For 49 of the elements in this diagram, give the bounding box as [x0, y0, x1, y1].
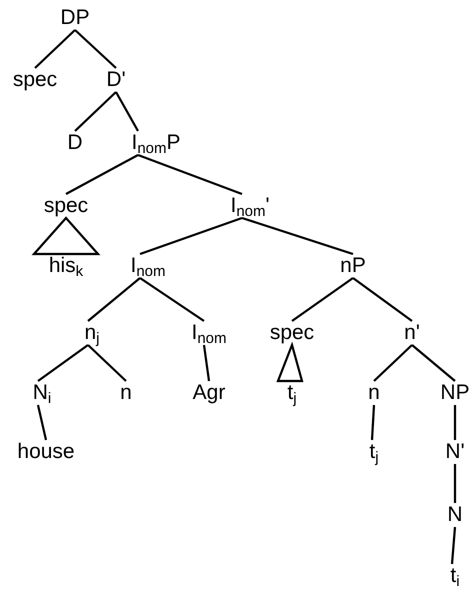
tree-branch: [74, 29, 117, 69]
tree-branch: [352, 277, 413, 322]
tree-node-label: nP: [339, 254, 367, 278]
tree-node-label: D: [66, 131, 84, 155]
tree-node-label: spec: [268, 321, 316, 345]
tree-node-label: I$_{nom}$: [129, 254, 167, 278]
tree-node-label: t$_{j}$: [286, 381, 298, 405]
tree-branch: [87, 344, 127, 382]
tree-branch: [450, 526, 456, 564]
tree-node-label: spec: [12, 68, 58, 92]
tree-node-label: N': [444, 440, 466, 464]
triangle-branch: [276, 342, 304, 382]
tree-branch: [37, 344, 89, 382]
tree-branch: [291, 277, 354, 322]
tree-node-label: NP: [439, 381, 471, 405]
tree-branch: [373, 344, 413, 382]
tree-node-label: n$_{j}$: [83, 321, 101, 345]
tree-branch: [454, 405, 456, 440]
tree-branch: [65, 154, 139, 195]
tree-branch: [454, 464, 456, 503]
tree-node-label: Agr: [192, 381, 226, 405]
tree-branch: [242, 216, 354, 256]
tree-node-label: n: [119, 381, 133, 405]
triangle-branch: [32, 216, 100, 256]
tree-branch: [411, 344, 456, 382]
tree-node-label: house: [16, 440, 76, 464]
tree-branch: [74, 91, 117, 132]
tree-node-label: DP: [59, 6, 91, 30]
tree-node-label: I$_{nom}$P: [130, 131, 182, 155]
tree-node-label: n': [403, 321, 421, 345]
tree-branch: [202, 344, 210, 382]
tree-branch: [139, 277, 205, 322]
tree-branch: [115, 91, 139, 132]
tree-node-label: t$_{i}$: [449, 564, 461, 588]
tree-node-label: spec: [42, 194, 90, 218]
tree-node-label: t$_{j}$: [368, 440, 380, 464]
tree-branch: [34, 29, 76, 69]
tree-branch: [140, 216, 242, 256]
tree-branch: [36, 404, 48, 440]
tree-node-label: n: [367, 381, 381, 405]
tree-node-label: N$_{i}$: [32, 381, 52, 405]
tree-branch: [138, 154, 242, 196]
tree-node-label: I$_{nom}$: [190, 321, 228, 345]
tree-node-label: N: [446, 503, 464, 527]
tree-node-label: D': [105, 68, 127, 92]
tree-node-label: I$_{nom}$': [229, 194, 271, 218]
tree-branch: [370, 404, 376, 440]
tree-branch: [87, 277, 141, 322]
tree-node-label: his$_{k}$: [48, 254, 84, 278]
